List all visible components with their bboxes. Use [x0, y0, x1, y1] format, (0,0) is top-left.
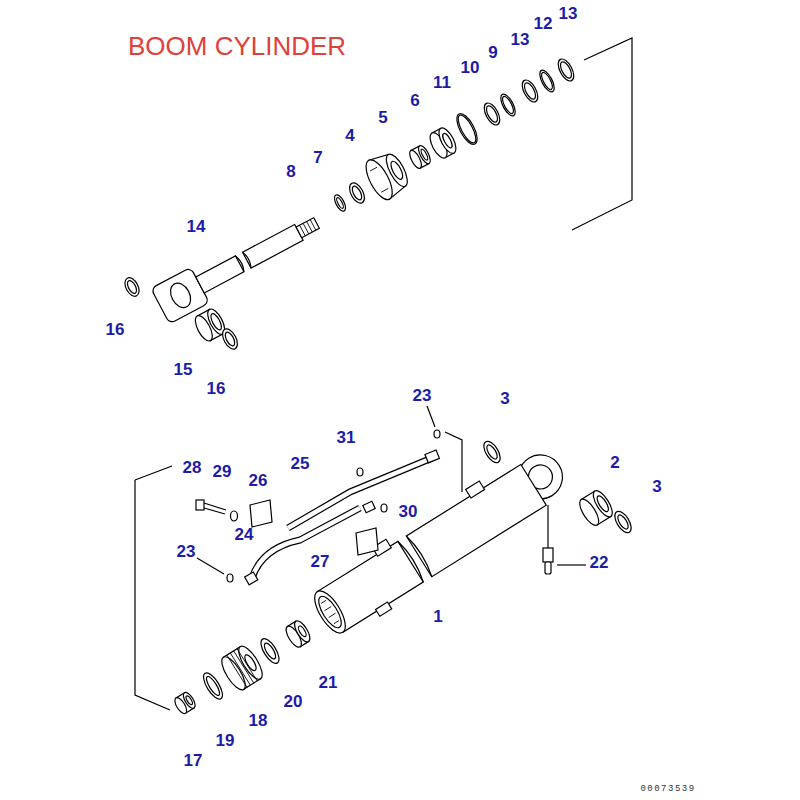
callout-number: 3	[500, 390, 509, 407]
bushing	[576, 488, 616, 528]
ring	[555, 57, 577, 84]
callout-number: 4	[345, 127, 354, 144]
collar	[173, 691, 198, 716]
callout-number: 23	[413, 387, 432, 404]
leader-line	[197, 558, 224, 574]
o-ring	[357, 468, 363, 476]
callout-number: 21	[319, 674, 338, 691]
callout-number: 13	[511, 31, 530, 48]
callout-number: 12	[534, 15, 553, 32]
callout-number: 25	[291, 455, 310, 472]
group-bracket	[135, 466, 172, 710]
callout-number: 3	[652, 478, 661, 495]
ring	[347, 180, 368, 205]
ring	[537, 68, 557, 94]
o-ring	[381, 504, 387, 512]
o-ring	[227, 574, 233, 582]
callout-number: 16	[207, 380, 226, 397]
grease-fitting	[543, 505, 586, 574]
diagram-title: BOOM CYLINDER	[128, 33, 346, 59]
ring	[257, 636, 282, 666]
callout-number: 30	[399, 503, 418, 520]
callout-number: 18	[249, 712, 268, 729]
callout-number: 17	[184, 752, 203, 769]
pipe	[288, 458, 432, 528]
callout-number: 29	[213, 463, 232, 480]
dust-seal	[122, 275, 142, 298]
ring	[332, 193, 348, 213]
callout-number: 8	[286, 163, 295, 180]
callout-number: 27	[311, 553, 330, 570]
o-ring	[434, 430, 440, 438]
callout-number: 13	[559, 5, 578, 22]
callout-number: 5	[378, 109, 387, 126]
pipe-fitting	[363, 501, 375, 512]
callout-number: 28	[183, 459, 202, 476]
group-bracket	[572, 38, 632, 230]
callout-number: 14	[187, 218, 206, 235]
callout-number: 22	[590, 554, 609, 571]
piston	[218, 643, 267, 693]
pipe-fitting	[425, 450, 439, 463]
callout-number: 11	[433, 74, 451, 91]
callout-number: 6	[410, 92, 419, 109]
callout-number: 24	[235, 526, 254, 543]
clamp	[356, 528, 378, 555]
o-ring	[453, 111, 481, 148]
cylinder-tube	[305, 441, 577, 643]
dust-seal	[481, 439, 504, 466]
dust-seal	[612, 509, 635, 536]
callout-number: 31	[337, 429, 356, 446]
ring	[481, 101, 503, 128]
group-bracket	[445, 432, 462, 492]
dust-seal	[220, 326, 241, 351]
pipe	[288, 458, 432, 528]
cylinder-head	[361, 148, 413, 204]
nut	[283, 619, 313, 650]
callout-number: 9	[488, 44, 497, 61]
pipe-fitting	[245, 572, 258, 585]
clamp	[250, 500, 272, 527]
callout-number: 1	[433, 608, 442, 625]
washer	[231, 511, 238, 521]
drawing-number: 00073539	[640, 785, 695, 794]
ring	[200, 670, 226, 702]
callout-number: 20	[284, 693, 303, 710]
callout-number: 23	[177, 543, 196, 560]
piston-rod	[151, 205, 326, 323]
bushing	[407, 144, 432, 170]
callout-number: 10	[461, 59, 480, 76]
nut	[427, 125, 460, 160]
leader-line	[427, 406, 435, 427]
callout-number: 15	[174, 361, 193, 378]
bolt	[196, 500, 226, 514]
callout-number: 16	[106, 321, 125, 338]
callout-number: 2	[610, 454, 619, 471]
ring	[519, 78, 541, 105]
callout-number: 26	[249, 472, 268, 489]
ring	[498, 92, 518, 118]
callout-number: 19	[216, 732, 235, 749]
callout-number: 7	[313, 149, 322, 166]
